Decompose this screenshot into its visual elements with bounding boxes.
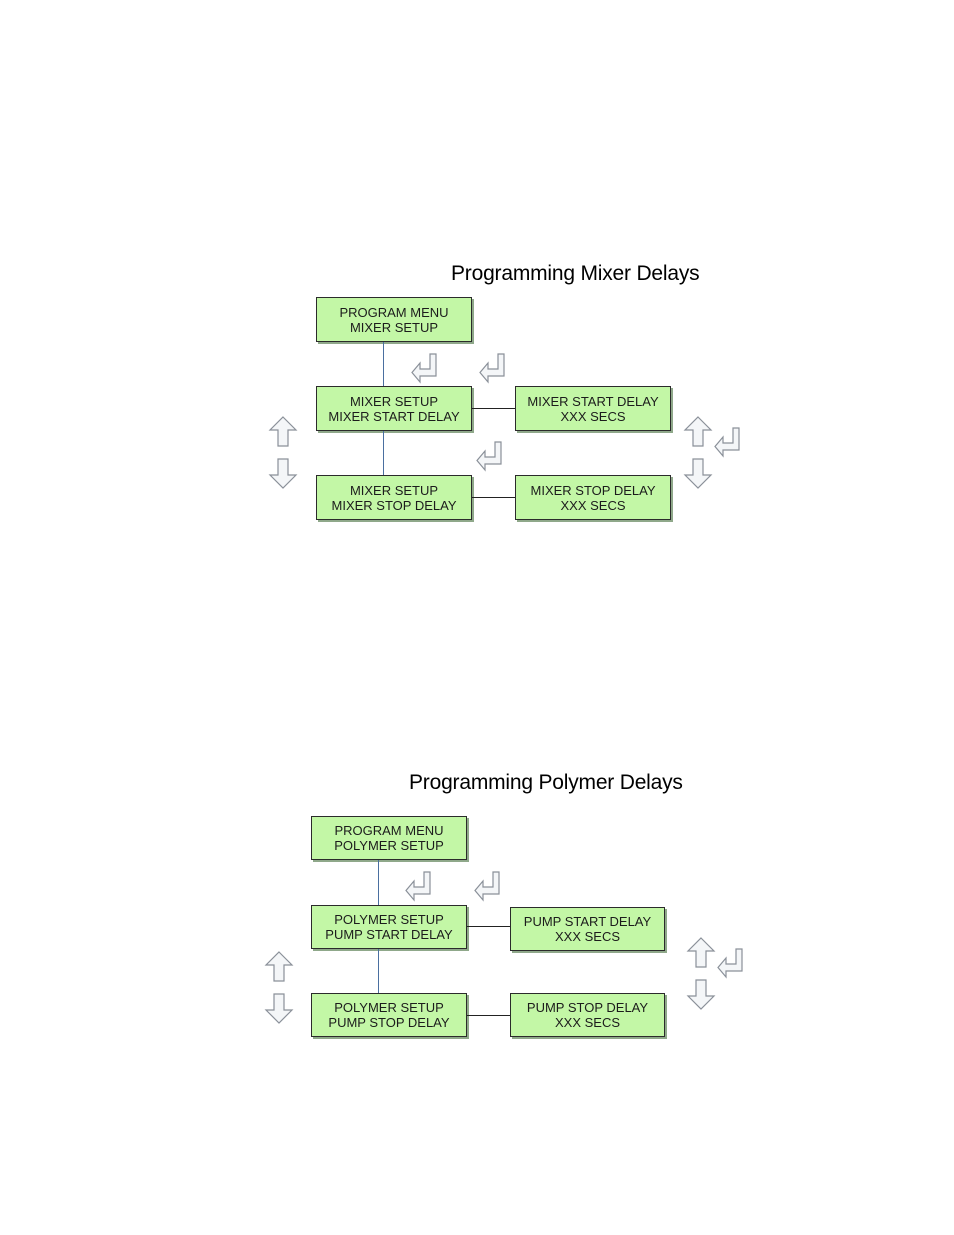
connector-line: [383, 431, 384, 475]
box-line-2: PUMP START DELAY: [325, 927, 453, 942]
mixer-stop-value-box: MIXER STOP DELAY XXX SECS: [515, 475, 671, 520]
enter-arrow-icon: [478, 352, 508, 384]
polymer-program-menu-box: PROGRAM MENU POLYMER SETUP: [311, 816, 467, 860]
up-arrow-icon: [686, 936, 716, 969]
box-line-1: MIXER START DELAY: [527, 393, 659, 409]
connector-line: [467, 926, 510, 927]
connector-line: [467, 1015, 510, 1016]
box-line-1: PUMP START DELAY: [523, 914, 652, 929]
box-line-1: POLYMER SETUP: [334, 912, 444, 927]
down-arrow-icon: [268, 457, 298, 490]
enter-arrow-icon: [473, 870, 503, 902]
polymer-setup-start-box: POLYMER SETUP PUMP START DELAY: [311, 905, 467, 949]
polymer-stop-value-box: PUMP STOP DELAY XXX SECS: [510, 993, 665, 1037]
box-line-2: MIXER STOP DELAY: [331, 497, 457, 513]
enter-arrow-icon: [475, 440, 505, 472]
mixer-setup-stop-box: MIXER SETUP MIXER STOP DELAY: [316, 475, 472, 520]
box-line-1: MIXER STOP DELAY: [530, 482, 656, 498]
polymer-start-value-box: PUMP START DELAY XXX SECS: [510, 907, 665, 951]
mixer-setup-start-box: MIXER SETUP MIXER START DELAY: [316, 386, 472, 431]
mixer-diagram-title: Programming Mixer Delays: [451, 262, 700, 285]
box-line-1: PUMP STOP DELAY: [526, 1000, 649, 1015]
box-line-2: MIXER START DELAY: [328, 408, 460, 424]
box-line-2: PUMP STOP DELAY: [328, 1015, 450, 1030]
mixer-program-menu-box: PROGRAM MENU MIXER SETUP: [316, 297, 472, 342]
box-line-2: XXX SECS: [560, 408, 626, 424]
enter-arrow-icon: [410, 352, 440, 384]
down-arrow-icon: [264, 992, 294, 1025]
box-line-2: POLYMER SETUP: [334, 838, 444, 853]
box-line-2: XXX SECS: [554, 1015, 621, 1030]
box-line-1: PROGRAM MENU: [339, 304, 449, 320]
enter-arrow-icon: [404, 870, 434, 902]
box-line-2: XXX SECS: [560, 497, 626, 513]
up-arrow-icon: [268, 415, 298, 448]
up-arrow-icon: [683, 415, 713, 448]
connector-line: [472, 408, 515, 409]
connector-line: [383, 342, 384, 386]
polymer-setup-stop-box: POLYMER SETUP PUMP STOP DELAY: [311, 993, 467, 1037]
up-arrow-icon: [264, 950, 294, 983]
connector-line: [378, 860, 379, 905]
mixer-delays-diagram: Programming Mixer Delays PROGRAM MENU MI…: [0, 0, 954, 600]
enter-arrow-icon: [716, 947, 746, 979]
down-arrow-icon: [683, 457, 713, 490]
box-line-1: MIXER SETUP: [349, 393, 439, 409]
box-line-2: MIXER SETUP: [349, 319, 439, 335]
enter-arrow-icon: [713, 426, 743, 458]
box-line-1: MIXER SETUP: [349, 482, 439, 498]
box-line-2: XXX SECS: [554, 929, 621, 944]
polymer-diagram-title: Programming Polymer Delays: [409, 771, 683, 794]
box-line-1: POLYMER SETUP: [334, 1000, 444, 1015]
down-arrow-icon: [686, 978, 716, 1011]
box-line-1: PROGRAM MENU: [334, 823, 444, 838]
mixer-start-value-box: MIXER START DELAY XXX SECS: [515, 386, 671, 431]
connector-line: [472, 497, 515, 498]
connector-line: [378, 949, 379, 993]
